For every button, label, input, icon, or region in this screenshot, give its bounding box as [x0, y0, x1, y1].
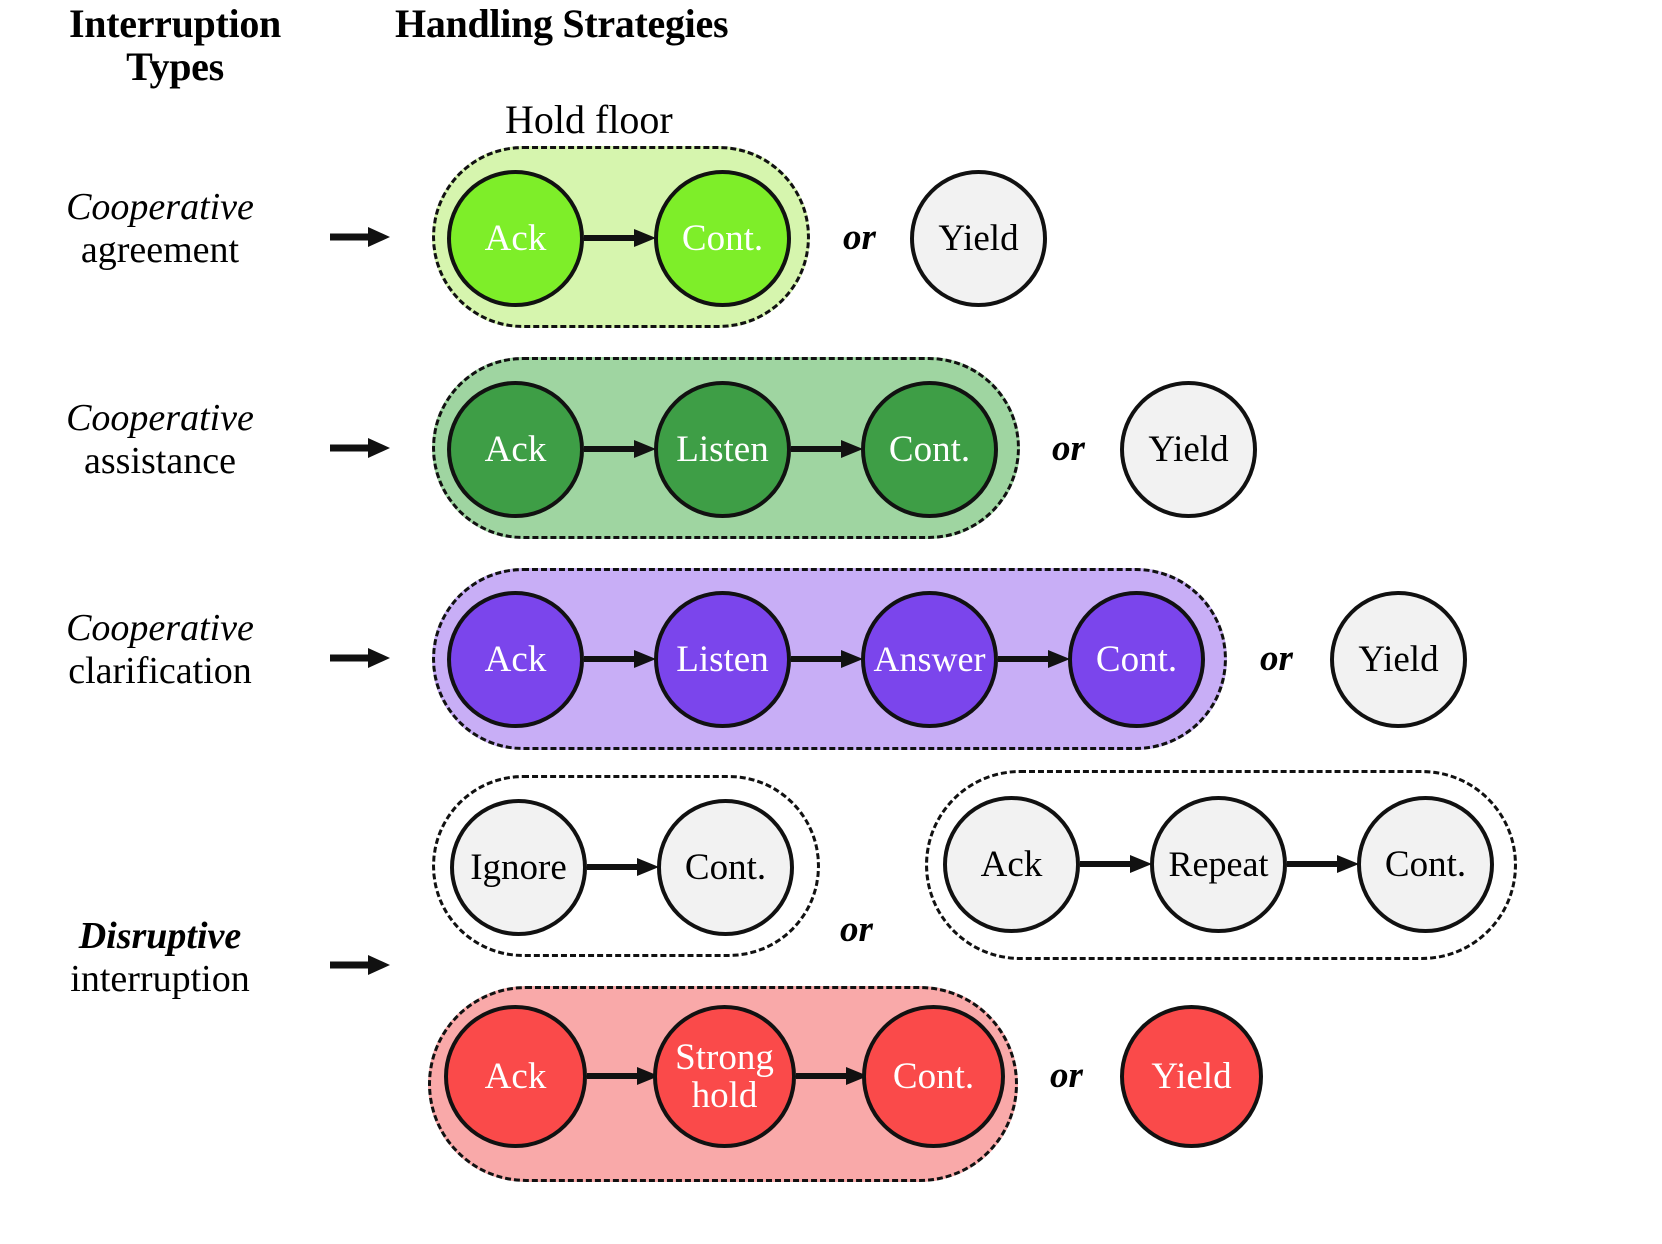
node-cont[interactable]: Cont.	[654, 170, 791, 307]
node-ack[interactable]: Ack	[444, 1005, 587, 1148]
row-label-line1: Disruptive	[78, 915, 242, 957]
arrow-to-row-2	[330, 438, 390, 458]
node-yield[interactable]: Yield	[1330, 591, 1467, 728]
row-label-cooperative-agreement: Cooperative agreement	[0, 186, 320, 271]
node-yield[interactable]: Yield	[1120, 381, 1257, 518]
header-interruption-types-line2: Types	[126, 44, 224, 90]
node-cont[interactable]: Cont.	[657, 799, 794, 936]
row-label-line2: assistance	[84, 439, 236, 482]
connector-arrow	[587, 1067, 659, 1085]
connector-arrow	[584, 229, 656, 247]
row-label-cooperative-clarification: Cooperative clarification	[0, 607, 320, 692]
row-label-cooperative-assistance: Cooperative assistance	[0, 397, 320, 482]
arrow-to-row-4	[330, 955, 390, 975]
node-cont[interactable]: Cont.	[1357, 796, 1494, 933]
arrow-to-row-3	[330, 648, 390, 668]
node-ack[interactable]: Ack	[447, 381, 584, 518]
or-separator: or	[840, 909, 873, 950]
or-separator: or	[1050, 1055, 1083, 1096]
node-strong-hold-line1: Strong	[675, 1036, 774, 1078]
row-label-line2: clarification	[68, 649, 252, 692]
header-interruption-types-line1: Interruption	[69, 1, 281, 46]
node-cont[interactable]: Cont.	[1068, 591, 1205, 728]
connector-arrow	[587, 858, 659, 876]
connector-arrow	[998, 650, 1070, 668]
header-interruption-types: Interruption Types	[10, 1, 340, 90]
header-handling-strategies: Handling Strategies	[395, 1, 729, 46]
node-ack[interactable]: Ack	[447, 591, 584, 728]
node-cont[interactable]: Cont.	[861, 381, 998, 518]
node-repeat[interactable]: Repeat	[1150, 796, 1287, 933]
node-listen[interactable]: Listen	[654, 381, 791, 518]
connector-arrow	[791, 650, 863, 668]
node-listen[interactable]: Listen	[654, 591, 791, 728]
connector-arrow	[584, 650, 656, 668]
node-ack[interactable]: Ack	[447, 170, 584, 307]
or-separator: or	[843, 217, 876, 258]
node-cont[interactable]: Cont.	[862, 1005, 1005, 1148]
node-ack[interactable]: Ack	[943, 796, 1080, 933]
node-answer[interactable]: Answer	[861, 591, 998, 728]
caption-hold-floor: Hold floor	[505, 97, 673, 142]
node-strong-hold-line2: hold	[691, 1074, 758, 1116]
row-label-line2: interruption	[70, 957, 250, 1000]
row-label-disruptive-interruption: Disruptive interruption	[0, 915, 320, 1000]
row-label-line1: Cooperative	[66, 397, 254, 439]
or-separator: or	[1052, 428, 1085, 469]
connector-arrow	[584, 440, 656, 458]
connector-arrow	[796, 1067, 868, 1085]
row-label-line1: Cooperative	[66, 186, 254, 228]
node-strong-hold[interactable]: Strong hold	[653, 1005, 796, 1148]
node-yield[interactable]: Yield	[1120, 1005, 1263, 1148]
or-separator: or	[1260, 638, 1293, 679]
capsule-repeat-group	[925, 770, 1517, 960]
arrow-to-row-1	[330, 227, 390, 247]
row-label-line1: Cooperative	[66, 607, 254, 649]
connector-arrow	[791, 440, 863, 458]
node-ignore[interactable]: Ignore	[450, 799, 587, 936]
row-label-line2: agreement	[80, 228, 240, 271]
connector-arrow	[1287, 855, 1359, 873]
node-yield[interactable]: Yield	[910, 170, 1047, 307]
connector-arrow	[1080, 855, 1152, 873]
capsule-ignore-group	[432, 775, 820, 957]
